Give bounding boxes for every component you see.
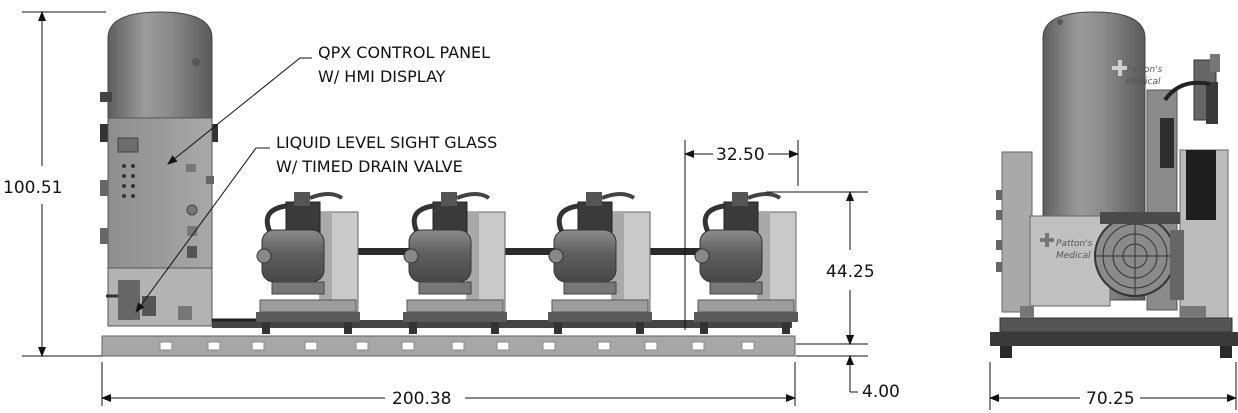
compressor-module <box>256 192 360 334</box>
compressor-modules <box>256 192 798 334</box>
side-base <box>990 306 1238 358</box>
compressor-module <box>694 192 798 334</box>
dim-base-height: 4.00 <box>862 382 900 402</box>
dimensions <box>22 10 1237 410</box>
dim-overall-height: 100.51 <box>3 178 62 198</box>
svg-text:Patton's: Patton's <box>1056 239 1093 249</box>
side-compressor: Patton's Medical <box>1029 212 1184 307</box>
dim-side-depth: 70.25 <box>1086 389 1135 409</box>
control-panel-cabinet <box>100 117 214 327</box>
dim-module-width: 32.50 <box>716 145 765 165</box>
dryer-tower <box>1146 54 1229 331</box>
base-skid <box>101 318 796 357</box>
compressor-module <box>403 192 507 334</box>
svg-text:Medical: Medical <box>1126 77 1161 87</box>
callout-sight-glass-line1: LIQUID LEVEL SIGHT GLASS <box>276 133 497 152</box>
dim-module-height: 44.25 <box>826 262 875 282</box>
callout-sight-glass-line2: W/ TIMED DRAIN VALVE <box>276 157 463 176</box>
manifold-pipe <box>320 248 720 255</box>
panel-brand-logo: Patton's Medical <box>1040 233 1093 261</box>
side-view: Patton's Medical Pat <box>990 11 1238 358</box>
svg-text:Patton's: Patton's <box>1126 65 1163 75</box>
dim-overall-length: 200.38 <box>392 389 451 409</box>
callout-control-panel-line1: QPX CONTROL PANEL <box>318 43 490 62</box>
svg-text:Medical: Medical <box>1056 251 1091 261</box>
compressor-module <box>548 192 652 334</box>
side-control-panel <box>1001 151 1033 313</box>
tank-brand-logo: Patton's Medical <box>1112 60 1163 87</box>
front-view <box>100 11 798 357</box>
callout-control-panel-line2: W/ HMI DISPLAY <box>318 67 446 86</box>
